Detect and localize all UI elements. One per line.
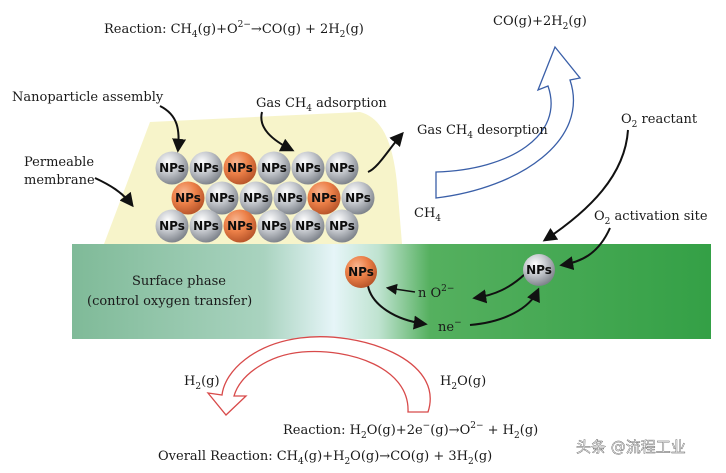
nanoparticle-orange (223, 151, 257, 185)
membrane-label-line1: Permeable (24, 155, 94, 170)
surface-phase-line2: (control oxygen transfer) (87, 294, 252, 309)
nanoparticle-gray (189, 209, 223, 243)
assembly-arrow (159, 105, 187, 153)
desorption-arrow (367, 131, 404, 173)
o2-site-label: O2 activation site (594, 209, 708, 227)
watermark: 头条 @流程工业 (576, 438, 686, 456)
reaction-bottom-label: Reaction: H2O(g)+2e−(g)→O2− + H2(g) (283, 421, 538, 441)
nanoparticle-label: NPs (243, 191, 269, 205)
nanoparticle-gray (155, 209, 189, 243)
electron-label: ne− (438, 318, 462, 335)
nanoparticle-gray (325, 151, 359, 185)
short-o2-arrow (385, 283, 416, 295)
oxygen-ion-arrow (472, 273, 526, 304)
nanoparticle-label: NPs (209, 191, 235, 205)
surface-phase-slab (72, 244, 711, 339)
electron-arrow-right (469, 287, 540, 326)
oxygen-ion-label: n O2− (418, 284, 454, 301)
nanoparticle-label: NPs (277, 191, 303, 205)
surface-np-orange (345, 256, 377, 288)
nanoparticle-gray (155, 151, 189, 185)
nanoparticle-gray (239, 181, 273, 215)
nanoparticle-label: NPs (345, 191, 371, 205)
gas-adsorption-label: Gas CH4 adsorption (256, 96, 387, 114)
nanoparticle-label: NPs (227, 219, 253, 233)
nanoparticle-orange (171, 181, 205, 215)
nanoparticle-label: NPs (159, 219, 185, 233)
nanoparticle-gray (291, 151, 325, 185)
ch4-label: CH4 (414, 206, 441, 224)
surface-np-gray-label: NPs (526, 263, 552, 277)
o2-site-arrow (559, 227, 611, 271)
nanoparticle-label: NPs (261, 219, 287, 233)
nanoparticle-orange (223, 209, 257, 243)
surface-np-orange-label: NPs (348, 265, 374, 279)
gas-desorption-label: Gas CH4 desorption (417, 123, 548, 141)
nanoparticle-label: NPs (329, 219, 355, 233)
h2-label: H2(g) (184, 374, 220, 392)
co-product-label: CO(g)+2H2(g) (493, 14, 587, 32)
nanoparticle-gray (205, 181, 239, 215)
nanoparticle-gray (189, 151, 223, 185)
nanoparticle-label: NPs (329, 161, 355, 175)
reaction-top-label: Reaction: CH4(g)+O2−→CO(g) + 2H2(g) (104, 20, 364, 40)
nanoparticle-orange (307, 181, 341, 215)
nanoparticle-label: NPs (295, 161, 321, 175)
nanoparticle-assembly-label: Nanoparticle assembly (12, 90, 164, 105)
nanoparticle-label: NPs (193, 161, 219, 175)
nanoparticle-label: NPs (159, 161, 185, 175)
surface-np-gray (523, 254, 555, 286)
nanoparticle-label: NPs (295, 219, 321, 233)
overall-reaction-label: Overall Reaction: CH4(g)+H2O(g)→CO(g) + … (158, 449, 492, 467)
nanoparticle-gray (273, 181, 307, 215)
nanoparticle-gray (325, 209, 359, 243)
adsorption-arrow (260, 111, 295, 152)
nanoparticle-gray (341, 181, 375, 215)
surface-phase-line1: Surface phase (132, 274, 226, 289)
h2o-label: H2O(g) (440, 374, 486, 392)
nanoparticle-gray (257, 151, 291, 185)
nanoparticle-label: NPs (227, 161, 253, 175)
nanoparticle-label: NPs (175, 191, 201, 205)
nanoparticle-label: NPs (193, 219, 219, 233)
o2-reactant-label: O2 reactant (621, 112, 698, 130)
membrane-label-line2: membrane (24, 173, 95, 188)
nanoparticle-gray (257, 209, 291, 243)
blue-recycle-arrow (435, 45, 582, 199)
nanoparticle-label: NPs (311, 191, 337, 205)
nanoparticle-gray (291, 209, 325, 243)
o2-reactant-arrow (542, 129, 629, 242)
electron-arrow-left (367, 285, 428, 330)
membrane-arrow (94, 177, 134, 208)
nanoparticle-label: NPs (261, 161, 287, 175)
red-recycle-arrow (206, 336, 431, 416)
